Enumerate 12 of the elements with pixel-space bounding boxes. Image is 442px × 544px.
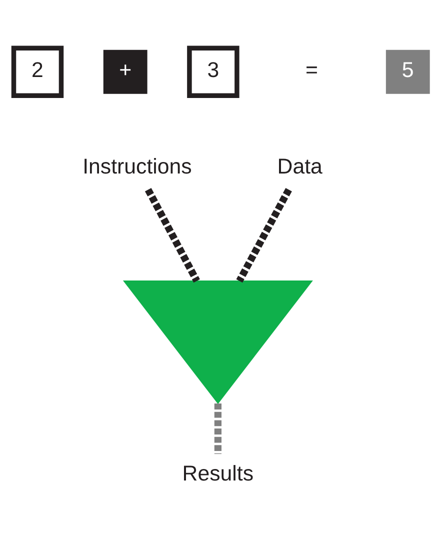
connector xyxy=(214,403,221,454)
node-text: Data xyxy=(276,154,322,178)
label: = xyxy=(304,58,318,82)
node-box: 5 xyxy=(385,49,430,94)
node-polygon xyxy=(122,280,312,404)
node-box: 3 xyxy=(186,45,239,98)
node-box: + xyxy=(102,49,147,94)
node-text: Instructions xyxy=(82,154,192,178)
node-box: 2 xyxy=(10,45,64,98)
connector xyxy=(236,187,292,282)
node-text: Results xyxy=(182,461,254,486)
connector xyxy=(144,187,200,282)
